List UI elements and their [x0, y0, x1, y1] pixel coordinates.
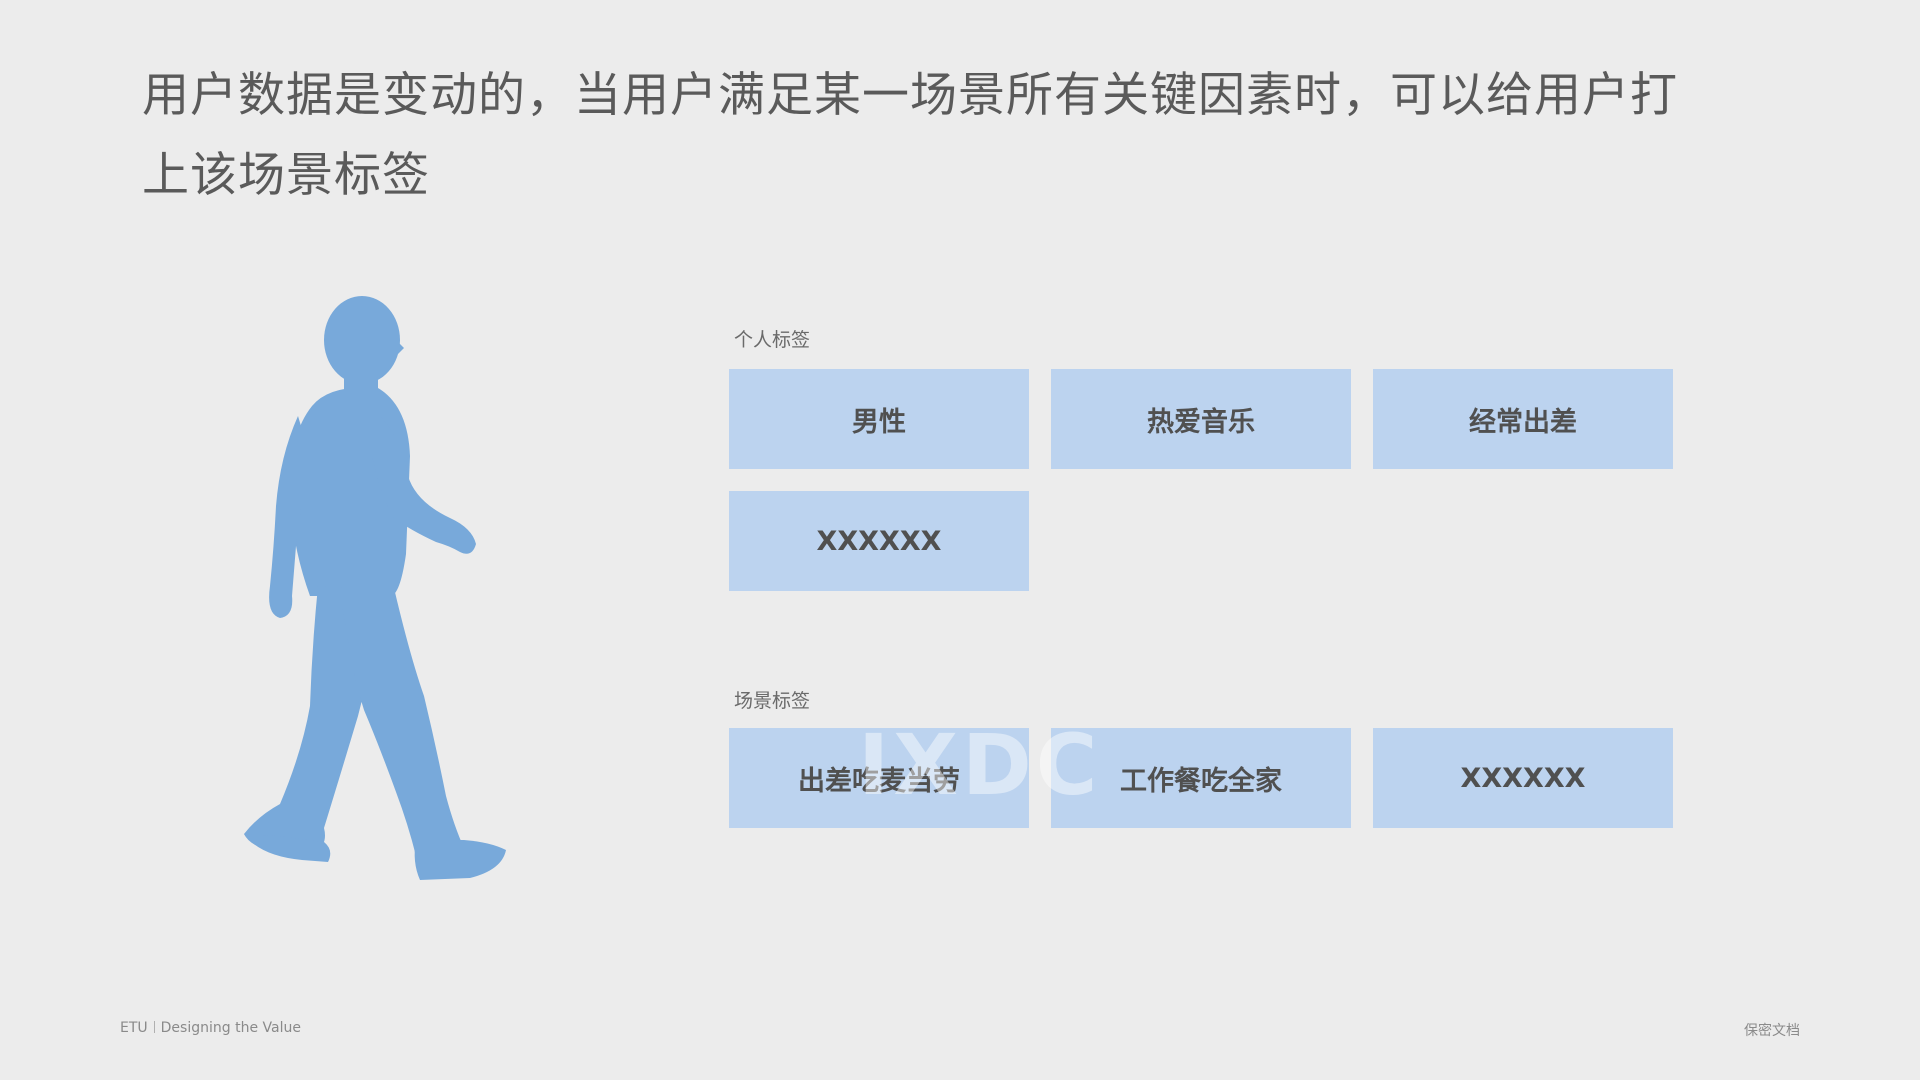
walking-person-silhouette-icon	[244, 296, 506, 880]
tag-frequent-traveler[interactable]: 经常出差	[1373, 369, 1673, 469]
tag-personal-placeholder[interactable]: XXXXXX	[729, 491, 1029, 591]
footer-divider	[153, 1021, 155, 1033]
tag-scene-placeholder[interactable]: XXXXXX	[1373, 728, 1673, 828]
tag-work-meal-familymart[interactable]: 工作餐吃全家	[1051, 728, 1351, 828]
footer-tagline: Designing the Value	[160, 1020, 301, 1036]
page-title: 用户数据是变动的，当用户满足某一场景所有关键因素时，可以给用户打上该场景标签	[142, 68, 1678, 203]
scene-tags-heading: 场景标签	[734, 690, 811, 712]
tag-business-trip-mcdonalds[interactable]: 出差吃麦当劳	[729, 728, 1029, 828]
footer-brand: ETU Designing the Value	[120, 1020, 301, 1036]
tag-male[interactable]: 男性	[729, 369, 1029, 469]
tag-loves-music[interactable]: 热爱音乐	[1051, 369, 1351, 469]
personal-tags-heading: 个人标签	[734, 329, 811, 351]
footer-confidential: 保密文档	[1744, 1023, 1800, 1039]
footer-brand-name: ETU	[120, 1020, 148, 1036]
